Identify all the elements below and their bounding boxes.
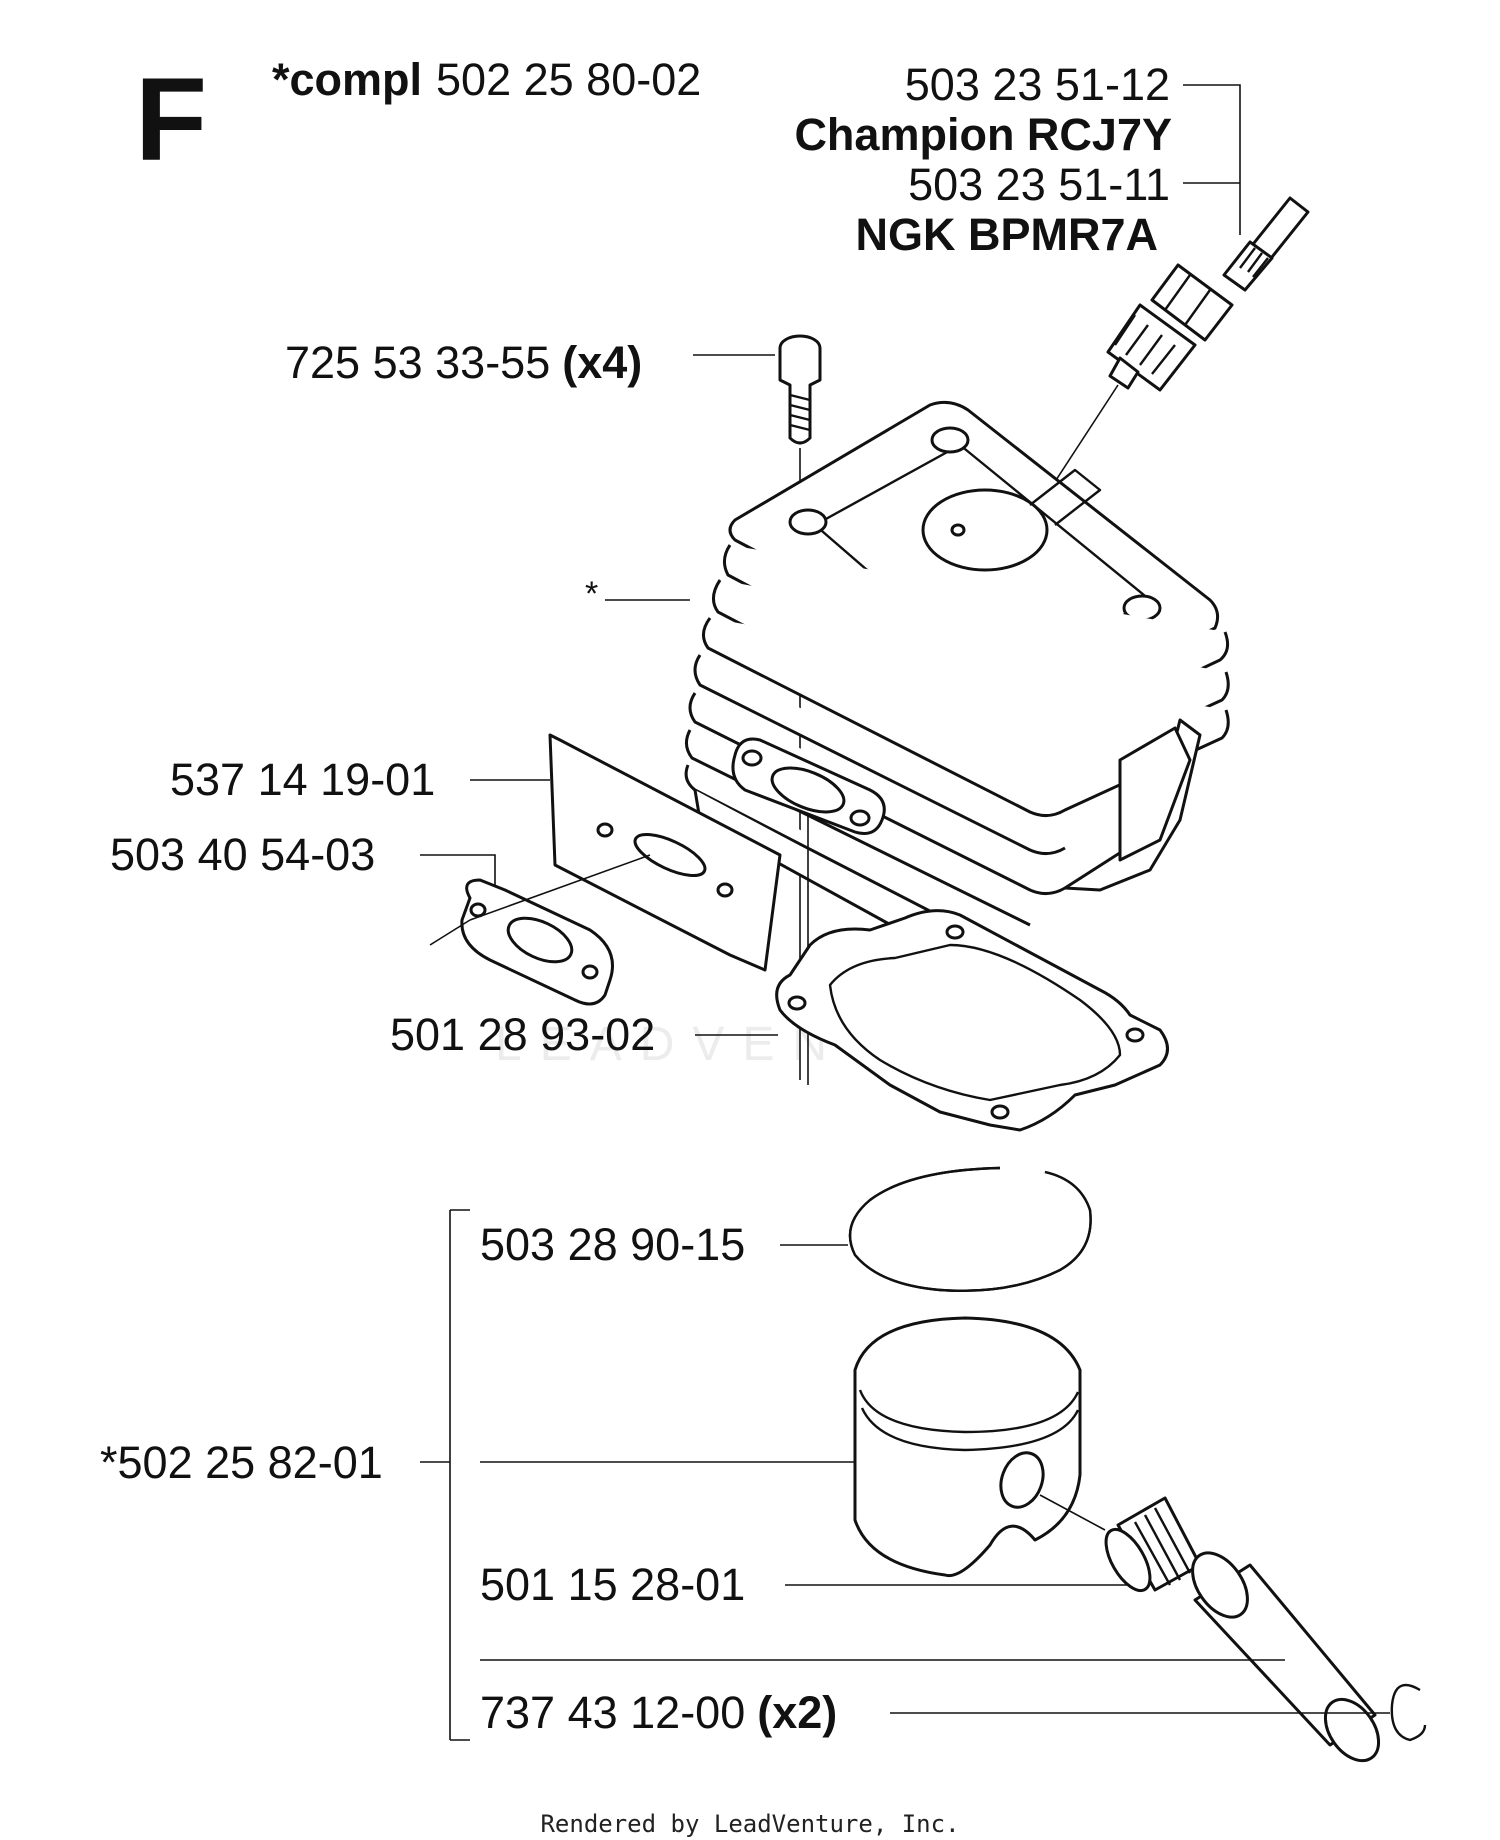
piston bbox=[853, 1316, 1106, 1578]
footer-credit: Rendered by LeadVenture, Inc. bbox=[540, 1810, 959, 1838]
circlip-label: 737 43 12-00(x2) bbox=[480, 1687, 837, 1738]
spark-plug-1-name: Champion RCJ7Y bbox=[794, 109, 1172, 160]
plate-label: 537 14 19-01 bbox=[170, 754, 435, 805]
spark-plug-leader bbox=[1183, 84, 1241, 235]
piston-ring-label: 503 28 90-15 bbox=[480, 1219, 745, 1270]
needle-bearing bbox=[1104, 1496, 1202, 1593]
circlip-qty: (x2) bbox=[757, 1687, 837, 1738]
piston-pin bbox=[480, 1551, 1381, 1763]
screw-number: 725 53 33-55 bbox=[285, 337, 550, 388]
spark-plug-2-name: NGK BPMR7A bbox=[855, 209, 1158, 260]
circlip bbox=[1390, 1683, 1427, 1742]
exhaust-gasket-leader bbox=[420, 854, 496, 895]
spark-plug-2-number: 503 23 51-11 bbox=[908, 159, 1170, 210]
screw-qty: (x4) bbox=[562, 337, 642, 388]
piston-kit-bracket bbox=[420, 1209, 470, 1741]
base-gasket bbox=[775, 909, 1169, 1132]
spark-plug bbox=[1029, 196, 1310, 521]
compl-prefix: *compl bbox=[272, 54, 422, 105]
needle-bearing-label: 501 15 28-01 bbox=[480, 1559, 745, 1610]
piston-kit-label: *502 25 82-01 bbox=[100, 1437, 383, 1488]
compl-label: *compl 502 25 80-02 bbox=[272, 54, 701, 105]
spark-plug-1-number: 503 23 51-12 bbox=[905, 59, 1170, 110]
plate bbox=[548, 733, 782, 972]
base-gasket-label: 501 28 93-02 bbox=[390, 1009, 655, 1060]
circlip-number: 737 43 12-00 bbox=[480, 1687, 745, 1738]
screw-label: 725 53 33-55(x4) bbox=[285, 337, 642, 388]
asterisk-label: * bbox=[585, 575, 598, 613]
exhaust-gasket bbox=[429, 854, 651, 1006]
section-letter: F bbox=[135, 54, 207, 186]
piston-ring bbox=[848, 1166, 1092, 1293]
compl-number: 502 25 80-02 bbox=[436, 54, 701, 105]
exhaust-gasket-label: 503 40 54-03 bbox=[110, 829, 375, 880]
cylinder bbox=[684, 400, 1230, 1085]
